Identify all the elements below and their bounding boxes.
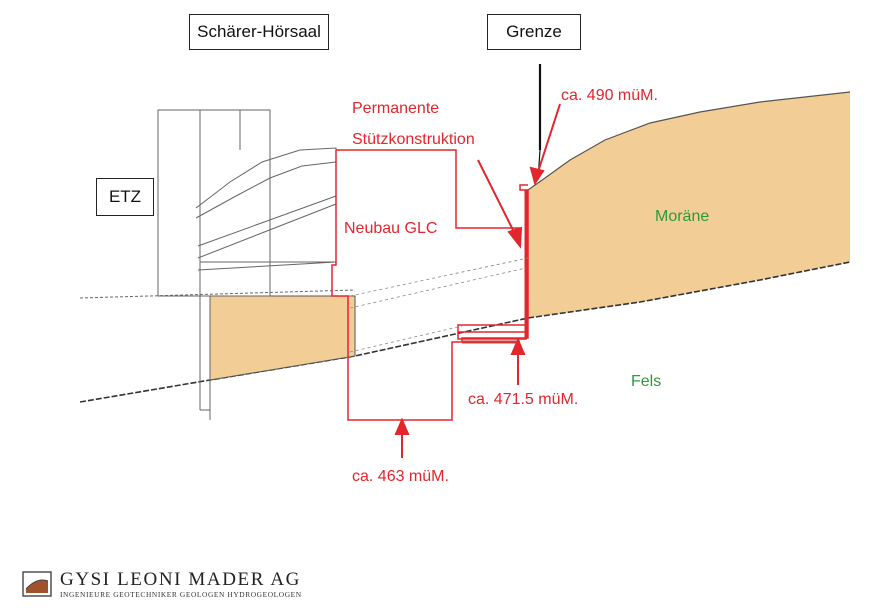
- logo-mark-icon: [22, 571, 52, 597]
- etz-label-box: ETZ: [96, 178, 154, 216]
- permanente-label: Permanente: [352, 100, 440, 117]
- grenze-label-box: Grenze: [487, 14, 581, 50]
- floor-lines: [349, 257, 529, 353]
- hoersaal-label-box: Schärer-Hörsaal: [189, 14, 329, 50]
- elevation-490-label: ca. 490 müM.: [561, 87, 658, 104]
- grenze-label: Grenze: [506, 22, 562, 41]
- stuetzkonstruktion-label: Stützkonstruktion: [352, 131, 475, 148]
- fels-label: Fels: [631, 373, 662, 390]
- moraene-soil-area: [528, 92, 850, 318]
- etz-label: ETZ: [108, 187, 142, 206]
- logo-company-subtitle: INGENIEURE GEOTECHNIKER GEOLOGEN HYDROGE…: [60, 590, 302, 599]
- elevation-463-label: ca. 463 müM.: [352, 468, 449, 485]
- company-logo: GYSI LEONI MADER AG INGENIEURE GEOTECHNI…: [22, 569, 342, 601]
- left-soil-area: [209, 295, 356, 381]
- terrain-surface-line: [527, 91, 851, 191]
- hoersaal-label: Schärer-Hörsaal: [197, 22, 321, 41]
- moraene-label: Moräne: [655, 208, 710, 225]
- annotation-arrows: [394, 103, 561, 458]
- new-building-outline: [331, 149, 529, 421]
- neubau-label: Neubau GLC: [344, 220, 438, 237]
- logo-company-name: GYSI LEONI MADER AG: [60, 569, 301, 590]
- elevation-471-label: ca. 471.5 müM.: [468, 391, 579, 408]
- existing-building: [79, 109, 356, 420]
